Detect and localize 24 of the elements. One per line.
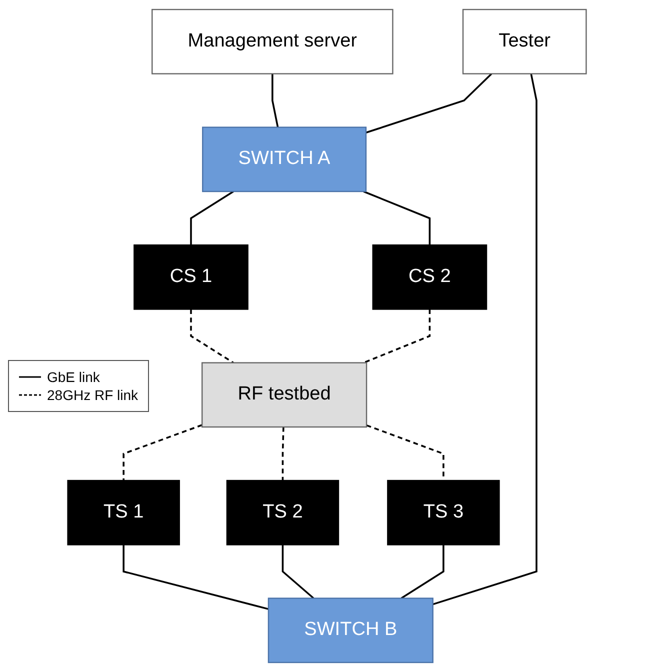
connector	[282, 426, 284, 480]
connector	[122, 544, 269, 610]
node-box: TS 3	[387, 480, 500, 546]
node-box: TS 2	[226, 480, 340, 546]
connector	[272, 74, 279, 128]
node-box: Management server	[152, 8, 394, 74]
connector	[363, 190, 431, 245]
node-box: RF testbed	[202, 362, 368, 428]
legend-label: GbE link	[47, 369, 100, 385]
connector	[432, 74, 538, 606]
node-box: TS 1	[67, 480, 180, 546]
node-box: CS 2	[372, 244, 488, 310]
connector	[400, 544, 444, 600]
node-box: Tester	[462, 8, 587, 74]
node-box: SWITCH B	[268, 598, 434, 664]
connector	[363, 309, 431, 364]
node-box: SWITCH A	[202, 126, 367, 192]
connector	[282, 544, 314, 599]
legend-label: 28GHz RF link	[47, 387, 138, 403]
connector	[366, 73, 492, 134]
node-box: CS 1	[134, 244, 248, 310]
connector	[122, 424, 202, 480]
connector	[190, 190, 234, 245]
connector	[190, 309, 234, 364]
